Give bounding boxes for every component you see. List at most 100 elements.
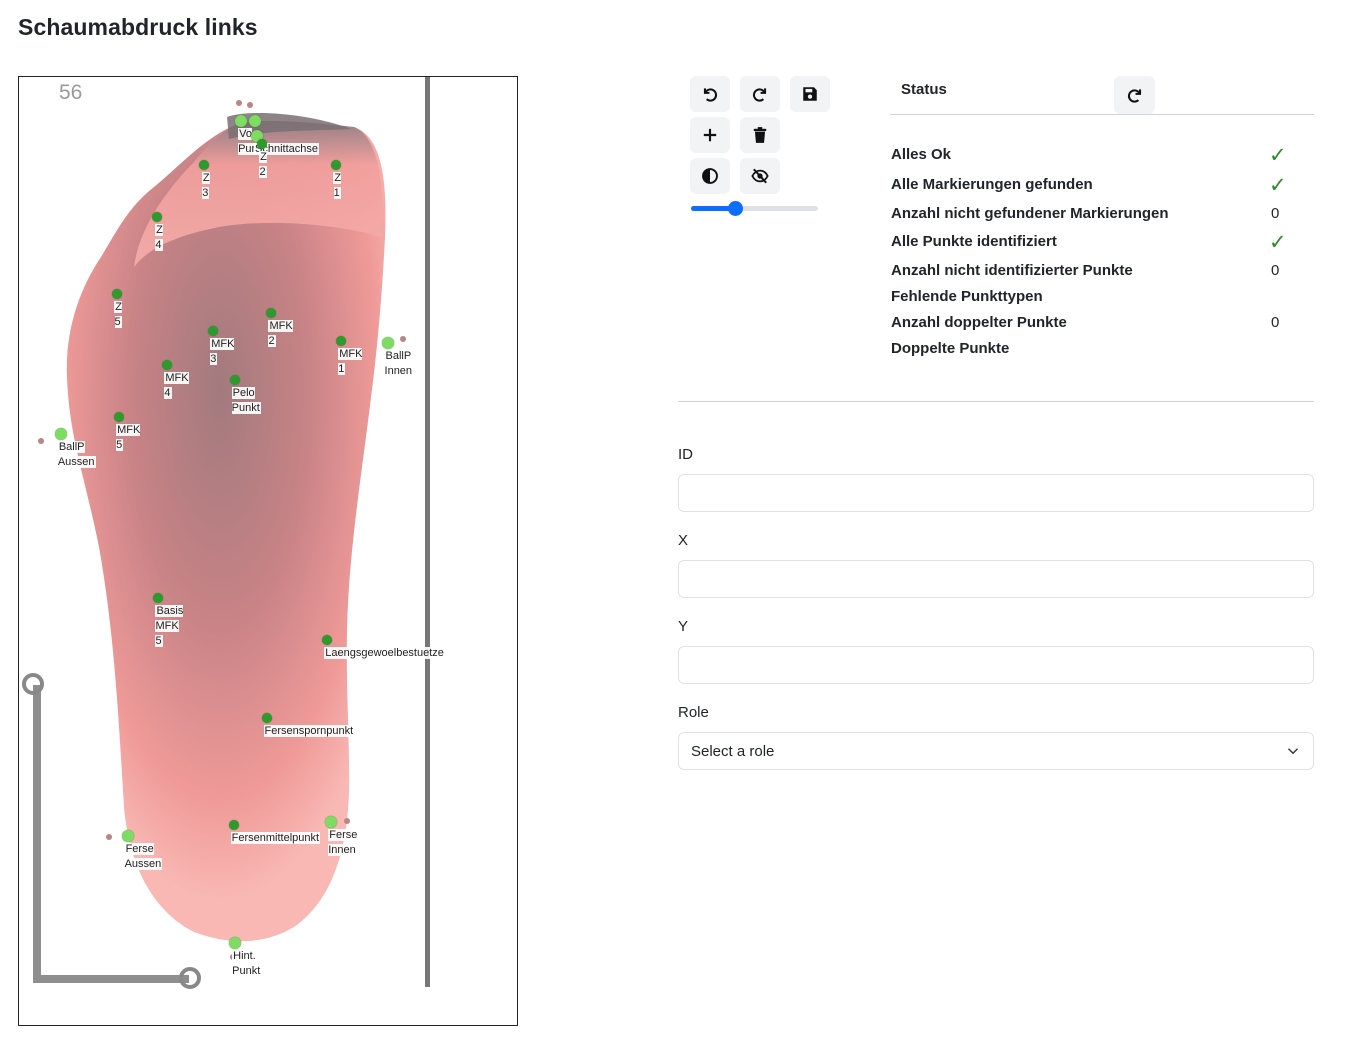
save-button[interactable]	[790, 76, 830, 112]
landmark-label: Ferse Innen	[328, 828, 358, 858]
contrast-icon	[702, 168, 718, 184]
delete-point-button[interactable]	[740, 117, 780, 153]
landmark-label: Laengsgewoelbestuetze	[324, 646, 445, 661]
opacity-slider[interactable]	[691, 201, 818, 216]
status-row: Alle Markierungen gefunden✓	[891, 174, 1314, 197]
status-row-value: 0	[1271, 314, 1280, 331]
landmark-point[interactable]	[322, 635, 333, 646]
landmark-point[interactable]	[228, 819, 239, 830]
landmark-point[interactable]	[261, 712, 272, 723]
landmark-point[interactable]	[248, 114, 261, 127]
id-input[interactable]	[678, 474, 1314, 512]
landmark-label: Hint. Punkt	[232, 949, 262, 979]
add-point-button[interactable]	[690, 117, 730, 153]
landmark-point[interactable]	[381, 337, 394, 350]
status-row-label: Fehlende Punkttypen	[891, 288, 1043, 305]
status-row-value: 0	[1271, 205, 1280, 222]
landmark-point[interactable]	[256, 139, 267, 150]
landmark-point[interactable]	[251, 129, 264, 142]
role-label: Role	[678, 704, 709, 721]
role-select[interactable]: Select a role	[678, 732, 1314, 770]
role-select-value: Select a role	[691, 743, 775, 760]
landmark-label: Z 2	[259, 150, 268, 180]
landmark-point[interactable]	[153, 593, 164, 604]
refresh-status-button[interactable]	[1114, 76, 1155, 114]
landmark-label: Fersenspornpunkt	[263, 724, 355, 739]
y-label: Y	[678, 618, 689, 635]
landmark-point[interactable]	[325, 816, 338, 829]
y-input[interactable]	[678, 646, 1314, 684]
undo-button[interactable]	[690, 76, 730, 112]
landmark-label-text: Pelo Punkt	[231, 387, 261, 415]
landmark-label-text: Basis MFK 5	[155, 605, 184, 648]
foot-scan-image	[19, 77, 517, 1025]
landmark-label-text: Hint. Punkt	[232, 949, 262, 977]
save-icon	[803, 87, 817, 101]
landmark-label-text: MFK 3	[210, 338, 235, 366]
landmark-point[interactable]	[266, 308, 277, 319]
landmark-label-text: Laengsgewoelbestuetze	[324, 647, 445, 660]
landmark-label: MFK 4	[164, 371, 189, 401]
landmark-point[interactable]	[152, 212, 163, 223]
landmark-point[interactable]	[111, 289, 122, 300]
landmark-point[interactable]	[162, 360, 173, 371]
landmark-label-text: Z 1	[333, 172, 342, 200]
id-label: ID	[678, 446, 693, 463]
slider-thumb[interactable]	[728, 201, 744, 216]
landmark-label: Fersenmittelpunkt	[230, 831, 321, 846]
landmark-point[interactable]	[229, 375, 240, 386]
landmark-label: BallP Innen	[384, 349, 414, 379]
landmark-label-text: Ferse Aussen	[124, 843, 163, 871]
landmark-label-text: Schnittachse	[254, 142, 320, 155]
landmark-point[interactable]	[114, 412, 125, 423]
landmark-label: BallP Aussen	[57, 440, 96, 470]
landmark-label: Z 3	[201, 171, 210, 201]
landmark-label-text: Fersenmittelpunkt	[230, 831, 321, 844]
trash-icon	[753, 127, 767, 143]
slider-fill	[691, 206, 736, 211]
landmark-label: Schnittachse	[254, 142, 320, 157]
status-row-label: Anzahl nicht identifizierter Punkte	[891, 262, 1133, 279]
status-row-label: Alle Punkte identifiziert	[891, 233, 1057, 250]
status-row-label: Doppelte Punkte	[891, 340, 1010, 357]
landmark-label: Ferse Aussen	[124, 842, 163, 872]
status-row-label: Anzahl nicht gefundener Markierungen	[891, 205, 1169, 222]
landmark-point[interactable]	[336, 335, 347, 346]
landmark-point[interactable]	[330, 160, 341, 171]
contrast-button[interactable]	[690, 158, 730, 194]
landmark-label-text: Ferse Innen	[328, 829, 358, 857]
x-label: X	[678, 532, 689, 549]
status-row: Alles Ok✓	[891, 144, 1314, 167]
status-check-icon: ✓	[1269, 231, 1287, 254]
status-check-icon: ✓	[1269, 144, 1287, 167]
landmark-point[interactable]	[54, 428, 67, 441]
redo-button[interactable]	[740, 76, 780, 112]
landmark-label-text: Z 5	[114, 301, 122, 329]
x-input[interactable]	[678, 560, 1314, 598]
landmark-point[interactable]	[235, 114, 248, 127]
status-row: Fehlende Punkttypen	[891, 288, 1314, 308]
eye-slash-icon	[751, 168, 769, 184]
status-row: Doppelte Punkte	[891, 340, 1314, 360]
redo-icon	[752, 88, 767, 102]
landmark-label: MFK 5	[116, 423, 141, 453]
landmark-label-text: MFK 5	[116, 424, 141, 452]
status-divider	[890, 114, 1314, 115]
landmark-label: MFK 1	[338, 347, 363, 377]
landmark-label-text: BallP Innen	[384, 350, 414, 378]
landmark-label-text: MFK 1	[338, 347, 363, 375]
landmark-point[interactable]	[199, 160, 210, 171]
landmark-label: Z 4	[154, 223, 163, 253]
landmark-label-text: Fersenspornpunkt	[263, 724, 355, 737]
landmark-label-text: BallP Aussen	[57, 441, 96, 469]
landmark-point[interactable]	[229, 936, 242, 949]
chevron-down-icon	[1287, 748, 1299, 755]
landmark-point[interactable]	[208, 326, 219, 337]
toggle-labels-button[interactable]	[740, 158, 780, 194]
status-row: Alle Punkte identifiziert ✓	[891, 231, 1314, 254]
landmark-point[interactable]	[121, 830, 134, 843]
status-header: Status	[901, 81, 947, 98]
